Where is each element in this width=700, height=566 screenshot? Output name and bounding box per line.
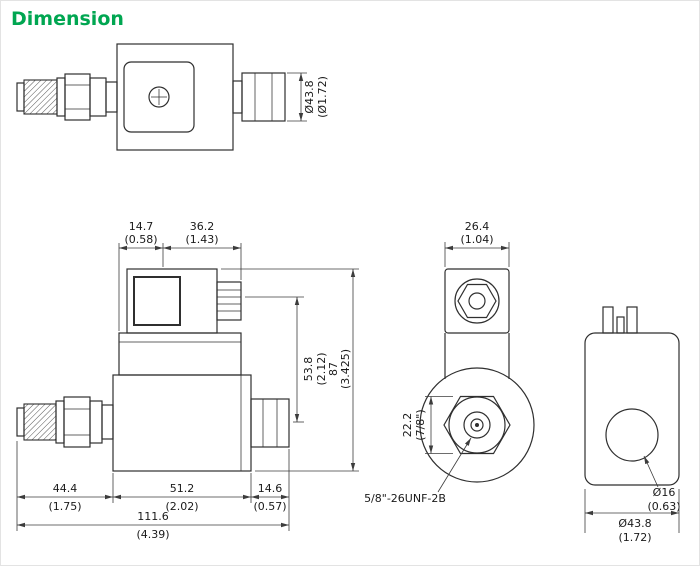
dim-total-length-inch: (4.39) xyxy=(136,528,169,541)
end-view-dimensions: 26.4 (1.04) 22.2 (7/8") 5/8"-26UNF-2B xyxy=(364,220,510,505)
dim-total-height-mm: 87 xyxy=(327,362,340,376)
din-connector-window xyxy=(133,276,181,326)
dim-bore-inch: (0.63) xyxy=(647,500,680,513)
front-view-dimensions: 14.7 (0.58) 36.2 (1.43) 53.8 (2.12) 87 (… xyxy=(16,220,359,541)
cable-gland xyxy=(216,281,242,321)
bore-leader-line xyxy=(643,455,659,488)
cartridge-hex-nut xyxy=(64,73,91,121)
dim-connector-width-mm: 36.2 xyxy=(190,220,215,233)
top-side-view-dimensions: Ø43.8 (Ø1.72) xyxy=(287,72,329,122)
valve-hex-face xyxy=(443,395,511,455)
dim-connector-offset-mm: 14.7 xyxy=(129,220,154,233)
connector-screw xyxy=(148,86,170,108)
coil-view-dimensions: Ø16 (0.63) Ø43.8 (1.72) xyxy=(584,455,681,544)
coil-bore xyxy=(605,408,659,462)
dim-nut-od-inch: (Ø1.72) xyxy=(316,76,329,118)
coil-body-front xyxy=(118,332,242,376)
dim-nut-length-inch: (0.57) xyxy=(253,500,286,513)
dim-connector-depth-inch: (1.04) xyxy=(460,233,493,246)
dim-body-length-inch: (2.02) xyxy=(165,500,198,513)
front-view xyxy=(16,268,290,472)
dim-coil-od-mm: Ø43.8 xyxy=(618,517,651,530)
connector-end xyxy=(444,268,510,334)
dim-connector-offset-inch: (0.58) xyxy=(124,233,157,246)
dim-total-height-inch: (3.425) xyxy=(339,349,352,389)
cartridge-thread xyxy=(23,79,58,115)
cartridge-hex-nut-front xyxy=(63,396,91,448)
connector-top xyxy=(123,61,195,133)
dim-coil-od-inch: (1.72) xyxy=(618,531,651,544)
dim-bore-mm: Ø16 xyxy=(653,486,676,499)
cartridge-thread-front xyxy=(23,403,57,441)
coil-face xyxy=(419,367,535,483)
coil-view xyxy=(584,306,680,486)
washer xyxy=(56,77,66,117)
coil-body xyxy=(584,332,680,486)
dim-body-length-mm: 51.2 xyxy=(170,482,195,495)
dim-connector-depth-mm: 26.4 xyxy=(465,220,490,233)
dim-nut-od-mm: Ø43.8 xyxy=(303,80,316,113)
coil-terminal-center xyxy=(616,316,625,334)
dim-cartridge-length-mm: 44.4 xyxy=(53,482,78,495)
thread-leader-line xyxy=(437,437,472,493)
thread-spec-label: 5/8"-26UNF-2B xyxy=(364,492,446,505)
din-connector xyxy=(126,268,218,334)
coil-terminal-left xyxy=(602,306,614,334)
dim-center-height-mm: 53.8 xyxy=(302,357,315,382)
page-title: Dimension xyxy=(11,8,124,30)
dim-center-height-inch: (2.12) xyxy=(315,352,328,385)
cartridge-tip xyxy=(16,82,25,112)
valve-body-front xyxy=(112,374,252,472)
dim-hex-flats-inch: (7/8") xyxy=(414,409,427,440)
coil-terminal-right xyxy=(626,306,638,334)
dim-total-length-mm: 111.6 xyxy=(137,510,169,523)
dim-cartridge-length-inch: (1.75) xyxy=(48,500,81,513)
dim-connector-width-inch: (1.43) xyxy=(185,233,218,246)
end-view xyxy=(419,268,535,483)
retaining-nut-front xyxy=(250,398,290,448)
cartridge-tip-front xyxy=(16,407,25,437)
top-side-view xyxy=(16,43,286,151)
dim-nut-length-mm: 14.6 xyxy=(258,482,283,495)
gland-hex xyxy=(457,283,497,319)
dim-hex-flats-mm: 22.2 xyxy=(401,413,414,438)
valve-body-top xyxy=(116,43,234,151)
retaining-nut-top xyxy=(241,72,286,122)
